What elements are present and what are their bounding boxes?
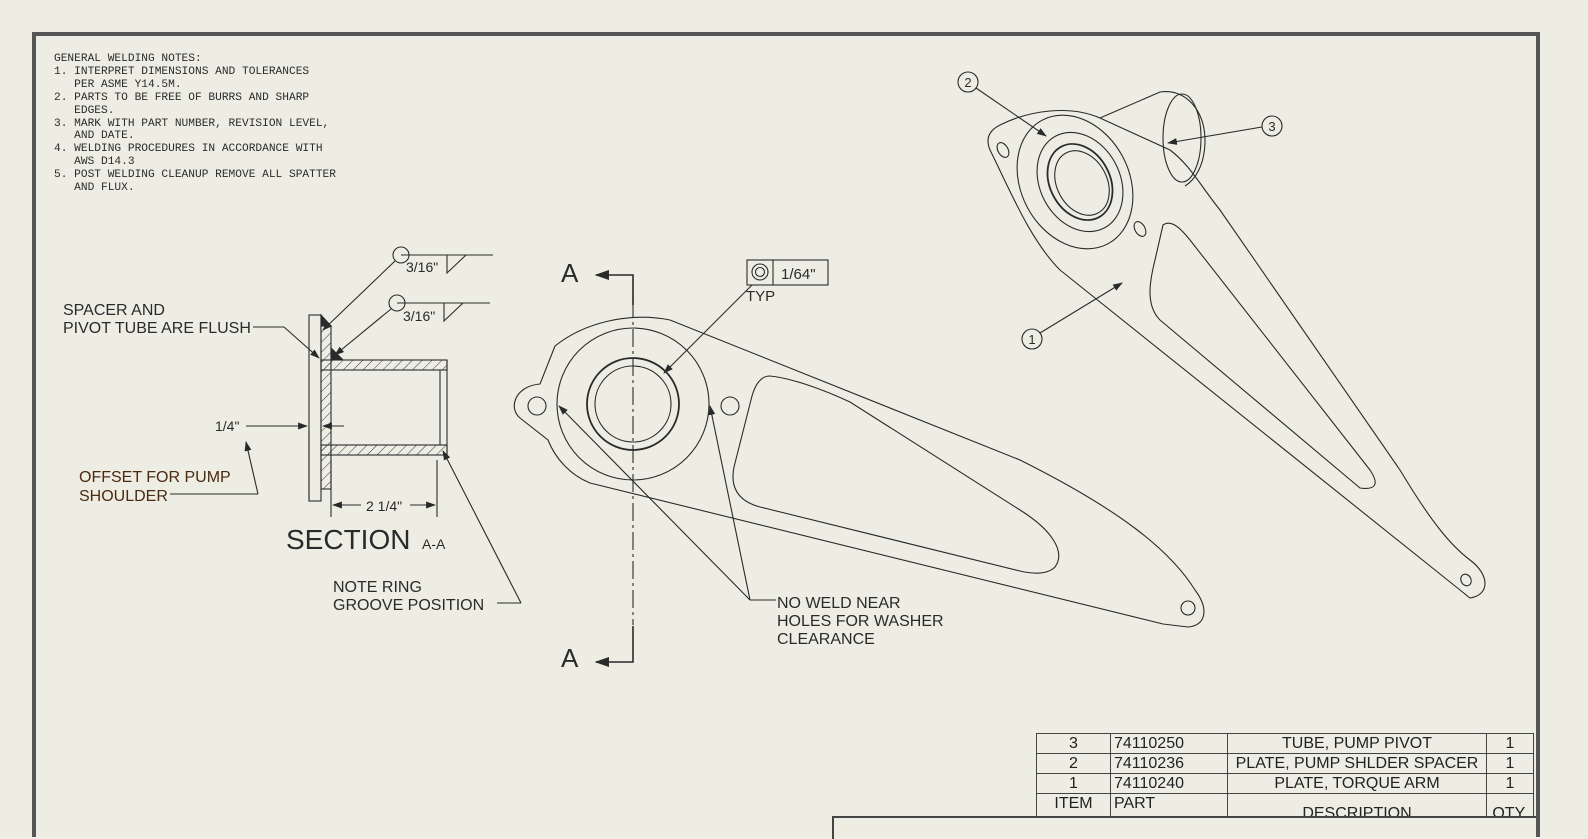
front-view <box>513 259 1205 668</box>
front-view-labels: A A 1/64" TYP NO WELD NEAR HOLES FOR WAS… <box>561 258 944 673</box>
flush-note-line-1: SPACER AND <box>63 302 165 319</box>
note-line: 4. WELDING PROCEDURES IN ACCORDANCE WITH <box>54 143 323 156</box>
table-row: 1 74110240 PLATE, TORQUE ARM 1 <box>1036 773 1534 794</box>
section-letter-top: A <box>561 258 579 288</box>
note-line: AND DATE. <box>54 130 135 143</box>
iso-boss-outer <box>1016 114 1134 250</box>
note-line: 2. PARTS TO BE FREE OF BURRS AND SHARP <box>54 91 310 104</box>
isometric-view <box>957 71 1486 599</box>
weld-note-line-2: HOLES FOR WASHER <box>777 613 944 630</box>
bom-cell: TUBE, PUMP PIVOT <box>1227 733 1487 754</box>
tolerance-value: 1/64" <box>781 266 816 283</box>
table-row: 2 74110236 PLATE, PUMP SHLDER SPACER 1 <box>1036 753 1534 774</box>
note-line: AWS D14.3 <box>54 156 135 169</box>
isometric-view-labels: 1 2 3 <box>964 75 1275 347</box>
section-a-a-view <box>170 246 522 604</box>
note-line: PER ASME Y14.5M. <box>54 78 182 91</box>
cutting-plane-bottom <box>594 626 634 668</box>
groove-note-line-2: GROOVE POSITION <box>333 597 484 614</box>
iso-tube <box>1099 91 1206 187</box>
washer-hole <box>720 396 740 416</box>
iso-boss-mid <box>1036 131 1124 233</box>
tube-wall-top <box>320 359 448 371</box>
bom-cell: 1 <box>1486 753 1534 774</box>
balloon-3 <box>1261 115 1283 137</box>
note-line: 1. INTERPRET DIMENSIONS AND TOLERANCES <box>54 65 310 78</box>
flush-note-line-2: PIVOT TUBE ARE FLUSH <box>63 320 251 337</box>
sheet-border <box>32 32 1540 837</box>
bom-cell: 3 <box>1036 733 1111 754</box>
spacer-plate-hatch <box>320 325 332 490</box>
weld-leader <box>334 308 392 356</box>
cutting-plane-top <box>594 269 634 305</box>
iso-boss-inner <box>1054 150 1110 216</box>
lightening-slot <box>732 375 1060 574</box>
section-title: SECTION <box>286 524 410 555</box>
bom-cell: 74110236 <box>1110 753 1228 774</box>
general-welding-notes: GENERAL WELDING NOTES:1. INTERPRET DIMEN… <box>54 53 336 195</box>
bom-cell: PLATE, PUMP SHLDER SPACER <box>1227 753 1487 774</box>
weld-note-line-1: NO WELD NEAR <box>777 595 901 612</box>
iso-arm-outline <box>987 110 1486 599</box>
balloon-3-label: 3 <box>1268 119 1275 134</box>
no-weld-leader <box>708 405 751 601</box>
weld-size-bottom: 3/16" <box>403 308 435 324</box>
note-line: AND FLUX. <box>54 182 135 195</box>
iso-boss-bore <box>1046 143 1114 221</box>
washer-hole <box>527 396 547 416</box>
groove-note-line-1: NOTE RING <box>333 579 422 596</box>
spacer-plate <box>308 314 322 502</box>
balloon-1-label: 1 <box>1028 332 1035 347</box>
balloon-1 <box>1021 328 1043 350</box>
offset-note-line-2: SHOULDER <box>79 488 168 505</box>
bom-cell: 1 <box>1036 773 1111 794</box>
balloon-2 <box>957 71 979 93</box>
tolerance-leader <box>663 284 753 374</box>
bom-cell: 2 <box>1036 753 1111 774</box>
length-dimension: 2 1/4" <box>366 498 402 514</box>
bom-cell: PLATE, TORQUE ARM <box>1227 773 1487 794</box>
tolerance-frame <box>746 259 829 286</box>
iso-slot <box>1149 222 1376 489</box>
iso-hole <box>1460 573 1472 587</box>
section-a-a-labels: 3/16" 3/16" SPACER AND PIVOT TUBE ARE FL… <box>63 259 484 614</box>
iso-hole <box>996 142 1010 158</box>
bom-cell: 1 <box>1486 773 1534 794</box>
bom-cell: 74110240 <box>1110 773 1228 794</box>
tolerance-qualifier: TYP <box>746 288 775 305</box>
table-row: 3 74110250 TUBE, PUMP PIVOT 1 <box>1036 733 1534 754</box>
no-weld-leader <box>558 405 751 601</box>
weld-note-line-3: CLEARANCE <box>777 631 875 648</box>
offset-dimension: 1/4" <box>215 418 239 434</box>
note-line: GENERAL WELDING NOTES: <box>54 53 202 65</box>
weld-size-top: 3/16" <box>406 259 438 275</box>
torque-arm-outline <box>513 316 1205 628</box>
bom-cell: 1 <box>1486 733 1534 754</box>
note-line: EDGES. <box>54 104 115 117</box>
concentricity-symbol <box>751 263 769 281</box>
note-line: 5. POST WELDING CLEANUP REMOVE ALL SPATT… <box>54 169 336 182</box>
bom-cell: 74110250 <box>1110 733 1228 754</box>
weld-leader <box>322 260 396 331</box>
balloon-2-label: 2 <box>964 75 971 90</box>
title-block-edge <box>832 816 1536 839</box>
tube-wall-bottom <box>320 444 448 456</box>
section-title-suffix: A-A <box>422 536 446 552</box>
note-line: 3. MARK WITH PART NUMBER, REVISION LEVEL… <box>54 117 330 130</box>
iso-hole <box>1133 221 1147 237</box>
section-letter-bottom: A <box>561 643 579 673</box>
offset-note-line-1: OFFSET FOR PUMP <box>79 469 231 486</box>
washer-hole <box>1180 600 1196 616</box>
